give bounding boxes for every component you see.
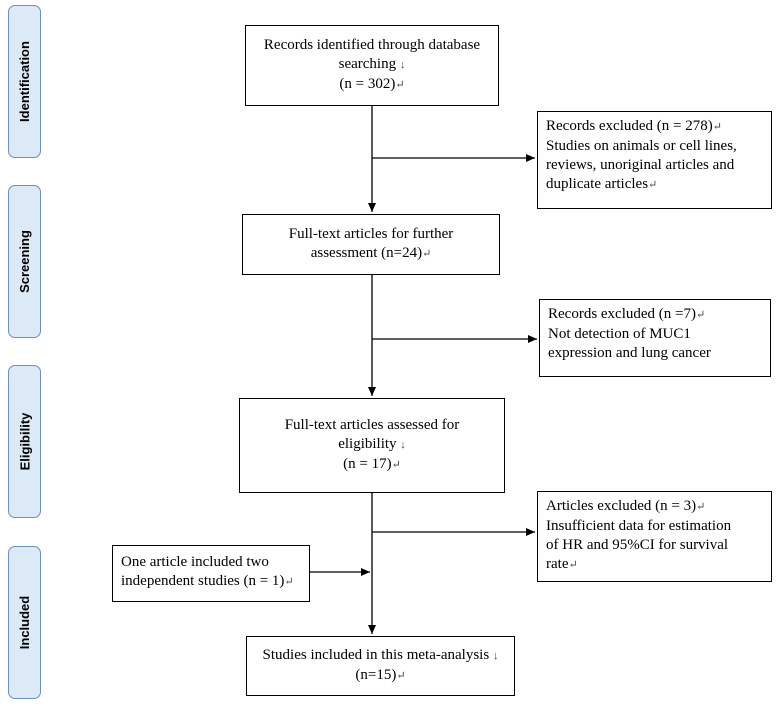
fulltext-assessed-count: (n = 17) [343,456,392,472]
records-excluded-2-title: Records excluded (n =7) [548,306,696,322]
articles-excluded-3-reason-line2: of HR and 95%CI for survival [546,537,729,553]
studies-included-box: Studies included in this meta-analysis ↓… [246,636,515,696]
down-mark-icon: ↓ [399,59,406,71]
return-mark-icon: ↵ [568,559,578,571]
articles-excluded-3-reason-line1: Insufficient data for estimation [546,518,732,534]
articles-excluded-3-reason-line3: rate [546,556,569,572]
records-excluded-2-box: Records excluded (n =7)↵ Not detection o… [539,299,771,377]
return-mark-icon: ↵ [696,309,706,321]
records-excluded-1-reason-line1: Studies on animals or cell lines, [546,138,737,154]
articles-excluded-3-title: Articles excluded (n = 3) [546,498,697,514]
records-excluded-1-title: Records excluded (n = 278) [546,118,713,134]
studies-included-line1: Studies included in this meta-analysis [262,647,490,663]
stage-eligibility-tab: Eligibility [8,365,41,518]
records-excluded-1-box: Records excluded (n = 278)↵ Studies on a… [537,111,772,209]
return-mark-icon: ↵ [648,179,658,191]
stage-screening-tab: Screening [8,185,41,338]
fulltext-further-box: Full-text articles for further assessmen… [242,214,500,275]
one-article-line2: independent studies (n = 1) [121,573,285,589]
return-mark-icon: ↵ [422,248,432,260]
fulltext-assessed-line1: Full-text articles assessed for [284,417,460,433]
records-identified-box: Records identified through database sear… [245,25,499,106]
records-identified-line2: searching [338,56,397,72]
fulltext-further-line2: assessment (n=24) [310,245,423,261]
down-mark-icon: ↓ [400,439,406,451]
return-mark-icon: ↵ [395,79,405,91]
one-article-line1: One article included two [121,554,269,570]
return-mark-icon: ↵ [284,576,294,588]
articles-excluded-3-box: Articles excluded (n = 3)↵ Insufficient … [537,491,772,582]
down-mark-icon: ↓ [492,650,499,662]
one-article-box: One article included two independent stu… [112,545,310,602]
records-excluded-2-reason-line2: expression and lung cancer [548,345,711,361]
fulltext-assessed-box: Full-text articles assessed for eligibil… [239,398,505,493]
fulltext-further-line1: Full-text articles for further [288,226,454,242]
records-excluded-2-reason-line1: Not detection of MUC1 [548,326,691,342]
return-mark-icon: ↵ [396,670,406,682]
stage-identification-tab: Identification [8,5,41,158]
studies-included-count: (n=15) [355,667,397,683]
records-excluded-1-reason-line3: duplicate articles [546,176,649,192]
records-identified-line1: Records identified through database [263,37,481,53]
return-mark-icon: ↵ [391,459,401,471]
fulltext-assessed-line2: eligibility [338,436,397,452]
records-excluded-1-reason-line2: reviews, unoriginal articles and [546,157,735,173]
return-mark-icon: ↵ [696,501,706,513]
records-identified-count: (n = 302) [339,76,396,92]
return-mark-icon: ↵ [712,121,722,133]
stage-included-tab: Included [8,546,41,699]
